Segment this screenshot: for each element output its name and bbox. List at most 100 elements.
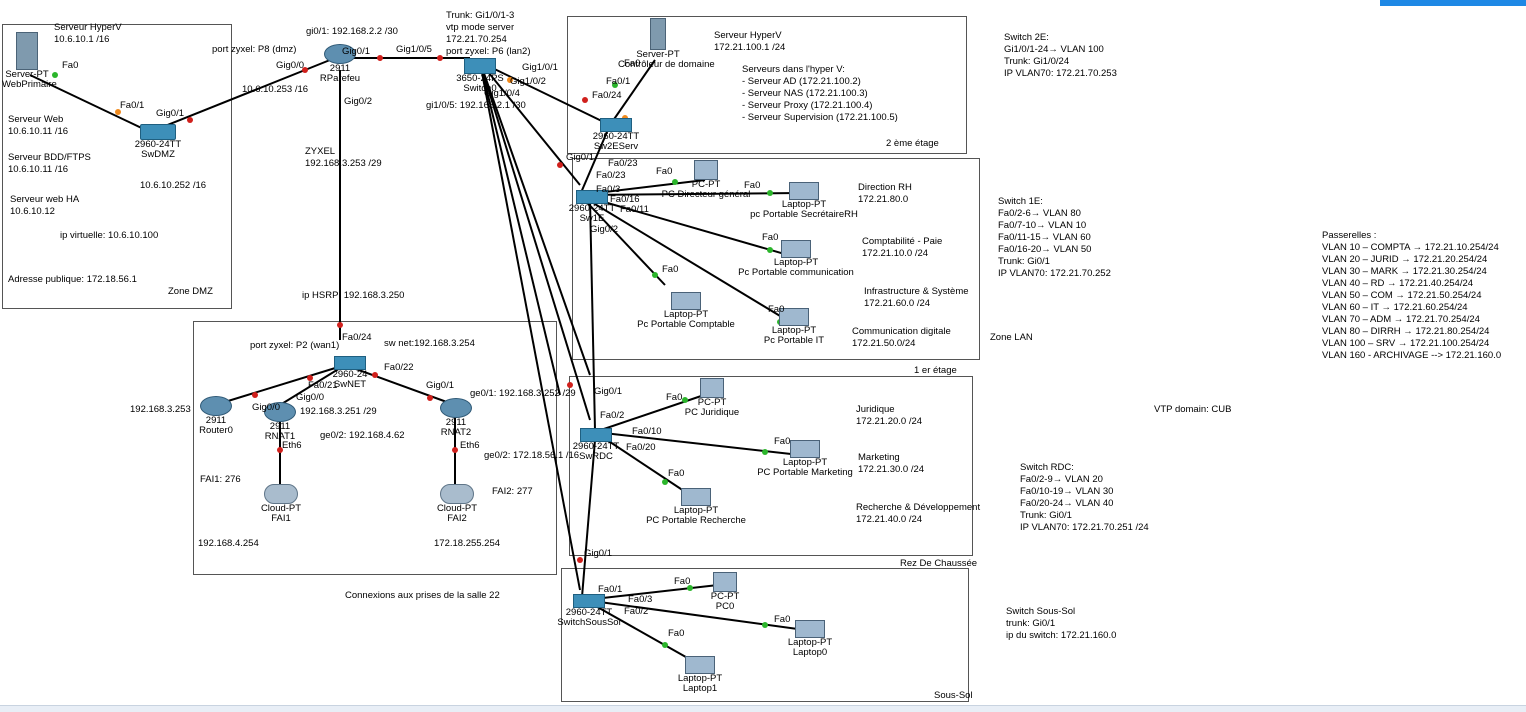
link-up-dot: [767, 190, 773, 196]
device-fai2[interactable]: Cloud-PT FAI2: [432, 484, 482, 524]
device-laptop-srh[interactable]: Laptop-PT pc Portable SecrétaireRH: [744, 182, 864, 220]
device-laptop1[interactable]: Laptop-PT Laptop1: [670, 656, 730, 694]
zone-etage1-label: 1 er étage: [914, 365, 957, 376]
link-up-dot: [652, 272, 658, 278]
link-sw2e-sw1e: [579, 124, 611, 196]
device-rnat2[interactable]: 2911 RNAT2: [434, 398, 478, 438]
device-switch0[interactable]: 3650-24PS Switch0: [452, 58, 508, 94]
note-router0: 192.168.3.253: [130, 404, 191, 415]
zone-soussol[interactable]: [561, 568, 969, 702]
port-label: Fa0/11: [620, 204, 649, 215]
link-up-dot: [687, 585, 693, 591]
device-pc0[interactable]: PC-PT PC0: [700, 572, 750, 612]
link-up-dot: [762, 622, 768, 628]
note-fai2: FAI2: 277: [492, 486, 533, 497]
switch-icon: [334, 356, 366, 370]
device-pc-juridique[interactable]: PC-PT PC Juridique: [670, 378, 754, 418]
port-label: Fa0/21: [308, 380, 338, 391]
device-pc-dg[interactable]: PC-PT PC Directeur général: [656, 160, 756, 200]
device-domain-controller[interactable]: Server-PT Contrôleur de domaine: [618, 18, 715, 70]
device-swnet[interactable]: 2960-24 SwNET: [320, 356, 380, 390]
cloud-icon: [440, 484, 474, 504]
device-sw2eserv[interactable]: 2960-24TT Sw2EServ: [586, 118, 646, 152]
laptop-icon: [781, 240, 811, 258]
port-dot: [427, 395, 433, 401]
device-swrdc[interactable]: 2960-24TT SwRDC: [566, 428, 626, 462]
multilayer-switch-icon: [464, 58, 496, 74]
link-sw1e-srh: [579, 192, 801, 196]
device-fai1[interactable]: Cloud-PT FAI1: [256, 484, 306, 524]
note-infra: Infrastructure & Système 172.21.60.0 /24: [864, 286, 969, 309]
note-passerelles: Passerelles : VLAN 10 – COMPTA → 172.21.…: [1322, 230, 1502, 361]
port-label: Gig1/0/5: [396, 44, 432, 55]
zone-wan[interactable]: [193, 321, 557, 575]
note-dir-rh: Direction RH 172.21.80.0: [858, 182, 912, 205]
note-zyxel-p2: port zyxel: P2 (wan1): [250, 340, 340, 351]
note-ge02b: ge0/2: 172.18.56.1 /16: [484, 450, 580, 461]
zone-rdc[interactable]: [569, 376, 973, 556]
zone-dmz[interactable]: [2, 24, 232, 309]
port-label: Fa0/2: [624, 606, 649, 617]
link-up-dot: [662, 642, 668, 648]
note-fai2-ip: 172.18.255.254: [434, 538, 501, 549]
zone-etage2[interactable]: [567, 16, 967, 154]
port-label: Gig0/2: [590, 224, 618, 235]
pc-icon: [694, 160, 718, 180]
link-up-dot: [612, 82, 618, 88]
port-label: Fa0: [668, 468, 685, 479]
port-label: Eth6: [282, 440, 302, 451]
device-rnat1[interactable]: 2911 RNAT1: [258, 402, 302, 442]
device-webprimaire[interactable]: Server-PT WebPrimaire: [2, 32, 57, 90]
device-laptop-compta[interactable]: Laptop-PT Pc Portable Comptable: [626, 292, 746, 330]
port-label: Fa0: [662, 264, 679, 275]
note-fai1: FAI1: 276: [200, 474, 241, 485]
port-dot: [252, 392, 258, 398]
device-laptop-marketing[interactable]: Laptop-PT PC Portable Marketing: [750, 440, 860, 478]
link-switch0-sw1e-b: [479, 61, 591, 376]
link-sw1e-swrdc: [589, 199, 596, 431]
port-pending-dot: [115, 109, 121, 115]
port-label: Fa0: [774, 614, 791, 625]
note-swss: Switch Sous-Sol trunk: Gi0/1 ip du switc…: [1006, 606, 1117, 641]
port-dot: [337, 322, 343, 328]
link-swnet-rnat1: [279, 364, 346, 406]
port-label: Gig0/2: [344, 96, 372, 107]
note-dmz-hyperv: Serveur HyperV 10.6.10.1 /16: [54, 22, 122, 45]
link-switch0-sw2e: [479, 61, 611, 126]
port-dot: [187, 117, 193, 123]
link-up-dot: [662, 479, 668, 485]
note-hyperv-lan: Serveur HyperV 172.21.100.1 /24: [714, 30, 786, 53]
link-webprimaire-swdmz: [29, 74, 151, 133]
device-swsoussol[interactable]: 2960-24TT SwitchSousSol: [554, 594, 624, 628]
port-label: Fa0/16: [610, 194, 640, 205]
port-dot: [302, 67, 308, 73]
note-juridique: Juridique 172.21.20.0 /24: [856, 404, 923, 427]
link-up-dot: [672, 179, 678, 185]
port-dot: [372, 372, 378, 378]
device-swdmz[interactable]: 2960-24TT SwDMZ: [122, 124, 194, 160]
device-laptop-recherche[interactable]: Laptop-PT PC Portable Recherche: [636, 488, 756, 526]
device-laptop-com[interactable]: Laptop-PT Pc Portable communication: [736, 240, 856, 278]
device-laptop-it[interactable]: Laptop-PT Pc Portable IT: [744, 308, 844, 346]
note-dmz-webha: Serveur web HA 10.6.10.12: [10, 194, 80, 217]
device-rparefeu[interactable]: 2911 RParefeu: [316, 44, 364, 84]
device-laptop0[interactable]: Laptop-PT Laptop0: [780, 620, 840, 658]
switch-icon: [140, 124, 176, 140]
zone-etage1[interactable]: [572, 158, 980, 360]
link-swnet-rnat2: [344, 364, 456, 406]
note-hsrp: ip HSRP: 192.168.3.250: [302, 290, 405, 301]
note-swnet: sw net:192.168.3.254: [384, 338, 475, 349]
device-router0[interactable]: 2911 Router0: [194, 396, 238, 436]
port-dot: [577, 557, 583, 563]
port-label: Fa0/3: [596, 184, 621, 195]
device-sw1e[interactable]: 2960-24TT Sw1E: [562, 190, 622, 224]
port-dot: [437, 55, 443, 61]
port-dot: [277, 447, 283, 453]
port-dot: [557, 162, 563, 168]
port-dot: [452, 447, 458, 453]
port-label: Fa0: [774, 436, 791, 447]
horizontal-scrollbar[interactable]: [0, 705, 1526, 712]
switch-icon: [580, 428, 612, 442]
port-label: Fa0/22: [384, 362, 414, 373]
